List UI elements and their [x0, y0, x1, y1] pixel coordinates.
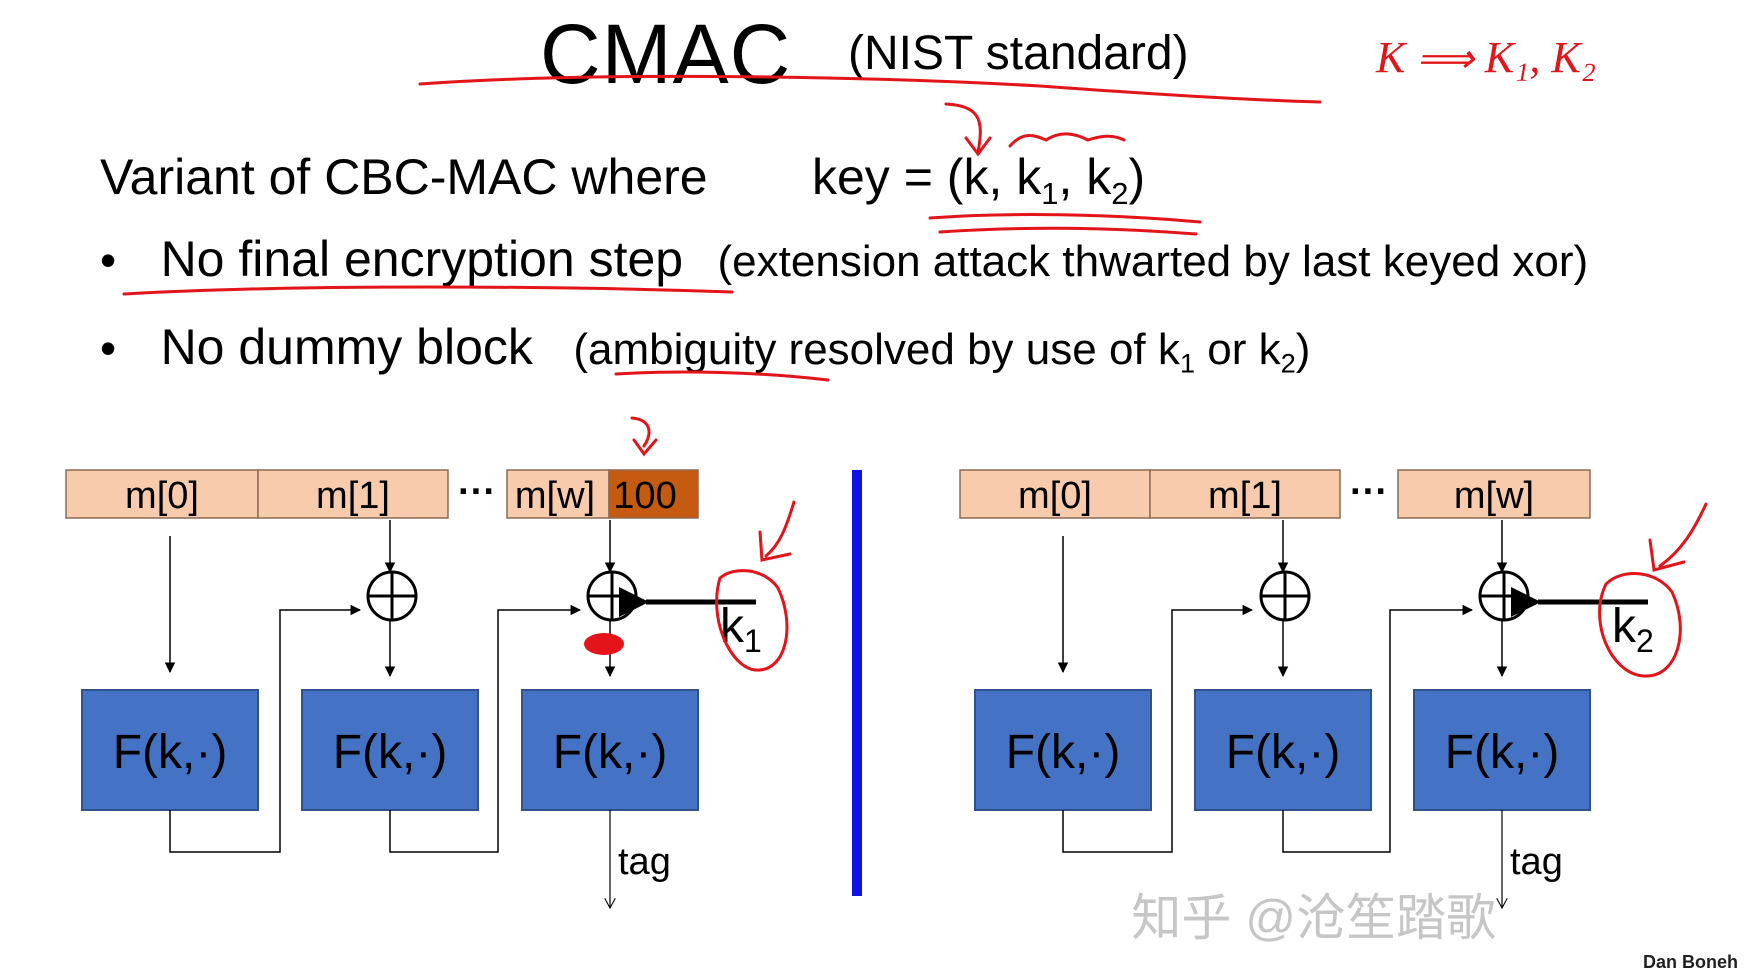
bullet-main-text: No final encryption step: [160, 231, 684, 287]
k2-pointer-arrowhead: [1648, 538, 1686, 572]
k1-pointer-arrow: [764, 500, 796, 558]
right-prf-label-2: F(k,·): [1226, 726, 1341, 779]
key-suffix: ): [1128, 149, 1146, 205]
left-diagram: m[0] m[1] m[w] 100 ··· F(k,·) F(k,·) F(k…: [65, 469, 762, 908]
left-prf-label-3: F(k,·): [553, 726, 668, 779]
left-m0-label: m[0]: [125, 475, 199, 517]
paren-sub1: 1: [1179, 347, 1196, 379]
paren-mid: or k: [1195, 325, 1281, 374]
key-squiggle: [1008, 132, 1126, 148]
handwritten-annotations: [122, 74, 1708, 678]
key-sub2: 2: [1111, 175, 1129, 211]
paren-prefix: (ambiguity resolved by use of k: [573, 325, 1180, 374]
left-block-mw: [506, 469, 610, 519]
key-underline-1: [928, 213, 1202, 224]
right-block-m1: [1149, 469, 1341, 519]
bullet-paren-text: (extension attack thwarted by last keyed…: [717, 237, 1589, 286]
k2-circle: [1598, 572, 1682, 678]
right-prf-box-1: [974, 689, 1152, 811]
bullet-dot-icon: •: [100, 234, 117, 286]
key-pointer-arrowhead: [964, 136, 992, 157]
bullet-paren-text: (ambiguity resolved by use of k1 or k2): [573, 325, 1311, 379]
key-derivation-note: K ⟹ K₁, K₂: [1375, 33, 1596, 82]
right-prf-label-3: F(k,·): [1445, 726, 1560, 779]
key-pointer-arrow: [944, 102, 982, 154]
right-prf-box-3: [1413, 689, 1591, 811]
slide-subtitle: (NIST standard): [848, 27, 1189, 80]
pad-pointer-arrowhead: [632, 438, 658, 457]
watermark-text: 知乎 @沧笙踏歌: [1131, 890, 1496, 946]
right-m0-label: m[0]: [1018, 475, 1092, 517]
ambiguity-underline: [614, 370, 830, 382]
left-prf-label-1: F(k,·): [113, 726, 228, 779]
left-prf-box-1: [81, 689, 259, 811]
right-ellipsis: ···: [1350, 471, 1388, 513]
right-xor-icon-2: [1478, 570, 1530, 622]
bullet-dot-icon: •: [100, 322, 117, 374]
key-underline-2: [938, 226, 1198, 236]
left-key-label: k1: [720, 600, 762, 659]
right-mw-label: m[w]: [1454, 475, 1534, 517]
pad-pointer-arrow: [630, 416, 651, 448]
k1-circle: [715, 569, 789, 672]
left-tag-label: tag: [618, 841, 671, 883]
title-underline: [418, 74, 1322, 104]
key-prefix: key = (k, k: [812, 149, 1042, 205]
left-pad-label: 100: [613, 475, 676, 517]
author-credit: Dan Boneh: [1642, 952, 1738, 972]
right-block-mw: [1397, 469, 1591, 519]
right-prf-label-1: F(k,·): [1006, 726, 1121, 779]
left-prf-box-3: [521, 689, 699, 811]
key-expression: key = (k, k1, k2): [812, 148, 1145, 212]
key-sub1: 1: [1041, 175, 1059, 211]
left-prf-label-2: F(k,·): [333, 726, 448, 779]
bullet1-underline: [122, 285, 734, 296]
k2-pointer-arrow: [1658, 502, 1708, 568]
left-ellipsis: ···: [458, 471, 496, 513]
right-xor-icon-1: [1259, 570, 1311, 622]
left-mw-label: m[w]: [515, 475, 595, 517]
key-mid: , k: [1058, 149, 1112, 205]
right-key-label: k2: [1612, 600, 1654, 659]
slide-title: CMAC: [540, 7, 792, 101]
bullet-no-dummy-block: • No dummy block (ambiguity resolved by …: [100, 318, 1310, 380]
right-diagram: m[0] m[1] m[w] ··· F(k,·) F(k,·) F(k,·) …: [959, 469, 1654, 908]
bullet-main-text: No dummy block: [160, 319, 533, 375]
right-m1-label: m[1]: [1208, 475, 1282, 517]
bullet-no-final-encryption: • No final encryption step (extension at…: [100, 230, 1588, 288]
k1-pointer-arrowhead: [758, 530, 792, 562]
paren-sub2: 2: [1280, 347, 1296, 379]
red-blob-mark: [584, 633, 624, 655]
left-xor-icon-2: [586, 570, 638, 622]
right-tag-label: tag: [1510, 841, 1563, 883]
left-xor-icon-1: [366, 570, 418, 622]
left-block-m1: [257, 469, 449, 519]
left-prf-box-2: [301, 689, 479, 811]
intro-text: Variant of CBC-MAC where: [100, 149, 708, 205]
left-block-pad: [608, 469, 699, 519]
left-m1-label: m[1]: [316, 475, 390, 517]
right-prf-box-2: [1194, 689, 1372, 811]
paren-suffix: ): [1295, 325, 1311, 374]
